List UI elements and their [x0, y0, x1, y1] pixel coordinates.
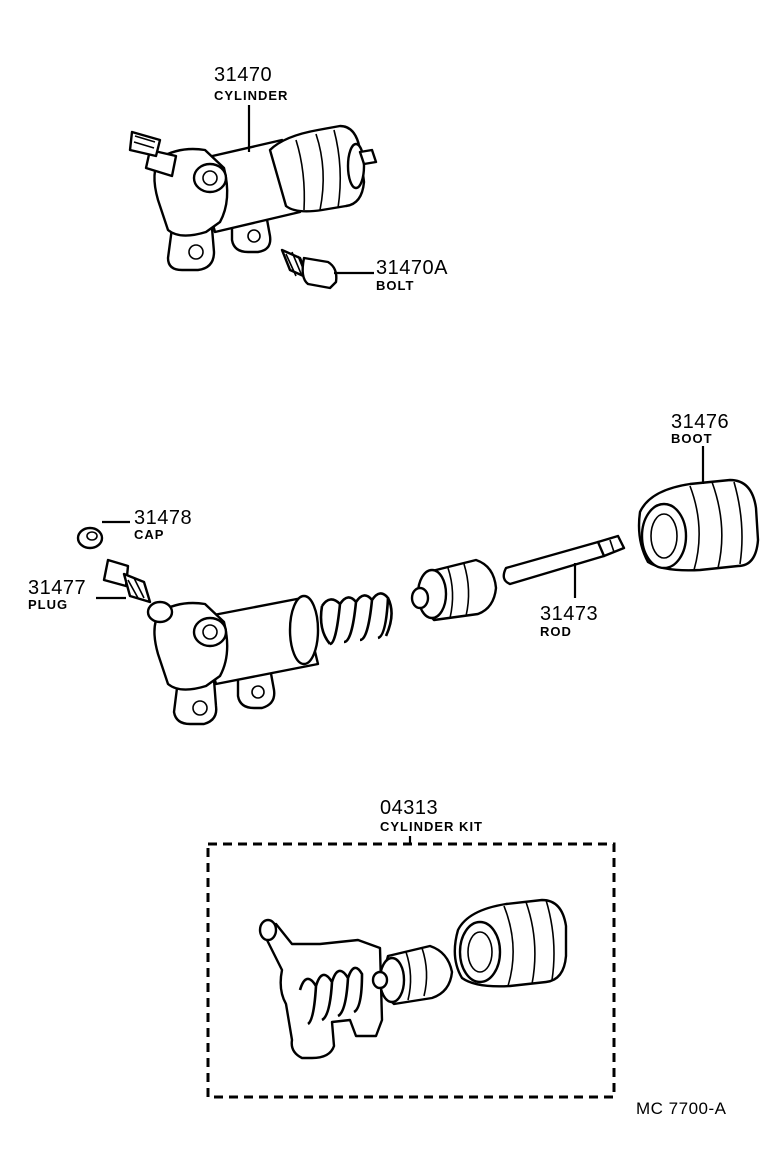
cylinder-kit-parts — [258, 898, 568, 1060]
cap-name: CAP — [134, 527, 164, 542]
boot-name: BOOT — [671, 431, 713, 446]
plug-part-number: 31477 — [28, 577, 86, 599]
cylinder-callout: 31470 CYLINDER — [214, 64, 288, 152]
plug-callout: 31477 PLUG — [28, 577, 126, 612]
cylinder-kit-part-number: 04313 — [380, 797, 438, 819]
cylinder-kit-name: CYLINDER KIT — [380, 819, 483, 834]
rod-name: ROD — [540, 624, 572, 639]
rod-part-number: 31473 — [540, 603, 598, 625]
boot-callout: 31476 BOOT — [671, 411, 729, 484]
plug-name: PLUG — [28, 597, 68, 612]
spring-part — [319, 592, 393, 646]
bolt-name: BOLT — [376, 278, 414, 293]
plug-part — [102, 558, 152, 604]
boot-part — [637, 478, 760, 572]
rod-callout: 31473 ROD — [540, 563, 598, 639]
bolt-part-number: 31470A — [376, 257, 448, 279]
cylinder-body — [146, 594, 320, 726]
piston-part — [410, 558, 498, 622]
cap-part-number: 31478 — [134, 507, 192, 529]
bolt — [280, 248, 338, 290]
cylinder-kit-border — [206, 842, 616, 1099]
cylinder-kit-callout: 04313 CYLINDER KIT — [380, 797, 483, 844]
diagram-reference-code: MC 7700-A — [636, 1099, 727, 1118]
cap-part — [76, 526, 104, 550]
cylinder-name: CYLINDER — [214, 88, 288, 103]
cap-callout: 31478 CAP — [102, 507, 192, 542]
boot-part-number: 31476 — [671, 411, 729, 433]
cylinder-assembly — [128, 124, 378, 272]
cylinder-part-number: 31470 — [214, 64, 272, 86]
rod-part — [502, 534, 626, 586]
bolt-callout: 31470A BOLT — [334, 257, 448, 293]
